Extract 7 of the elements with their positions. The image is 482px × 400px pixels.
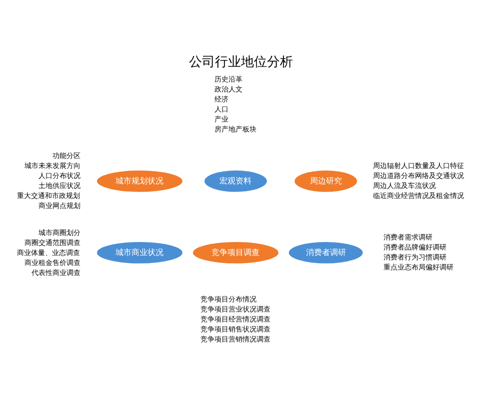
node-ellipse: 宏观资料: [203, 169, 268, 194]
node-ellipse: 消费者调研: [288, 240, 364, 265]
node-ellipse: 城市商业状况: [96, 240, 184, 265]
node-ellipse: 周边研究: [293, 169, 358, 194]
diagram-title: 公司行业地位分析: [189, 55, 293, 70]
node-ellipse: 竞争项目调查: [192, 240, 280, 265]
node-ellipse: 城市规划状况: [96, 169, 184, 194]
